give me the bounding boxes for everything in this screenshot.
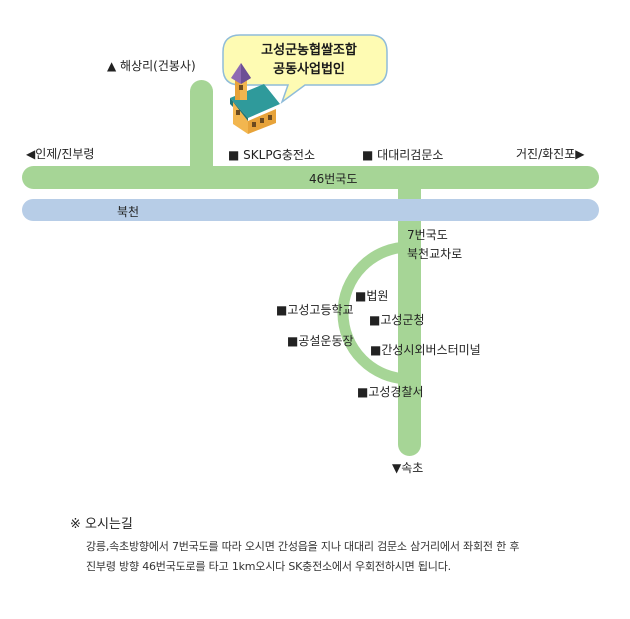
callout-bubble bbox=[222, 34, 388, 105]
directions-line2: 진부령 방향 46번국도로를 타고 1km오시다 SK충전소에서 우회전하시면 … bbox=[86, 560, 451, 573]
label-daedae-checkpoint: ■ 대대리검문소 bbox=[362, 148, 444, 162]
label-police-station: ■고성경찰서 bbox=[357, 385, 424, 399]
label-road-46: 46번국도 bbox=[309, 172, 358, 186]
house-icon bbox=[230, 63, 280, 134]
label-west-inje: ◀인제/진부령 bbox=[26, 147, 95, 161]
road-46 bbox=[22, 166, 599, 189]
label-south-sokcho: ▼속초 bbox=[392, 461, 424, 475]
road-loop bbox=[337, 241, 415, 385]
label-north-haesang: ▲ 해상리(건봉사) bbox=[107, 59, 196, 73]
label-sklpg: ■ SKLPG충전소 bbox=[228, 148, 315, 162]
label-stadium: ■공설운동장 bbox=[287, 334, 354, 348]
directions-title: ※ 오시는길 bbox=[70, 517, 133, 532]
directions-text: 강릉,속초방향에서 7번국도를 따라 오시면 간성읍을 지나 대대리 검문소 삼… bbox=[86, 537, 586, 577]
stream-bukcheon bbox=[22, 199, 599, 221]
label-bus-terminal: ■간성시외버스터미널 bbox=[370, 343, 481, 357]
road-north bbox=[190, 80, 213, 186]
label-goseong-highschool: ■고성고등학교 bbox=[276, 303, 354, 317]
bubble-title-line1: 고성군농협쌀조합 bbox=[261, 43, 357, 58]
label-bukcheon-junction: 북천교차로 bbox=[407, 247, 463, 261]
bubble-title-line2: 공동사업법인 bbox=[273, 62, 345, 77]
label-stream-bukcheon: 북천 bbox=[117, 205, 140, 219]
label-east-geojin: 거진/화진포▶ bbox=[516, 147, 585, 161]
label-road-7: 7번국도 bbox=[407, 228, 448, 242]
directions-line1: 강릉,속초방향에서 7번국도를 따라 오시면 간성읍을 지나 대대리 검문소 삼… bbox=[86, 540, 520, 553]
label-county-office: ■고성군청 bbox=[369, 313, 425, 327]
label-court: ■법원 bbox=[355, 289, 389, 303]
